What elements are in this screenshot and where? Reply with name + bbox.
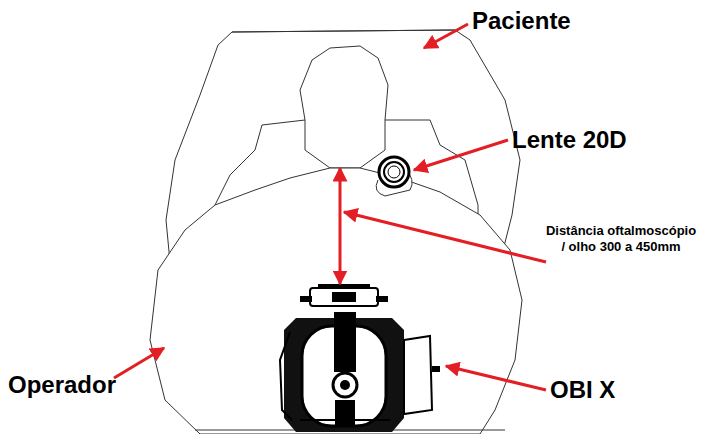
lens-label: Lente 20D xyxy=(512,127,627,153)
obi-x-device xyxy=(280,284,440,432)
operator-silhouette xyxy=(150,168,522,434)
distance-dimension: Distância oftalmoscópio / olho 300 a 450… xyxy=(545,223,697,256)
callout-arrows xyxy=(114,24,546,390)
operator-label: Operador xyxy=(8,372,116,398)
lens-20d xyxy=(376,157,412,196)
device-label: OBI X xyxy=(550,377,615,403)
patient-label: Paciente xyxy=(472,8,571,34)
